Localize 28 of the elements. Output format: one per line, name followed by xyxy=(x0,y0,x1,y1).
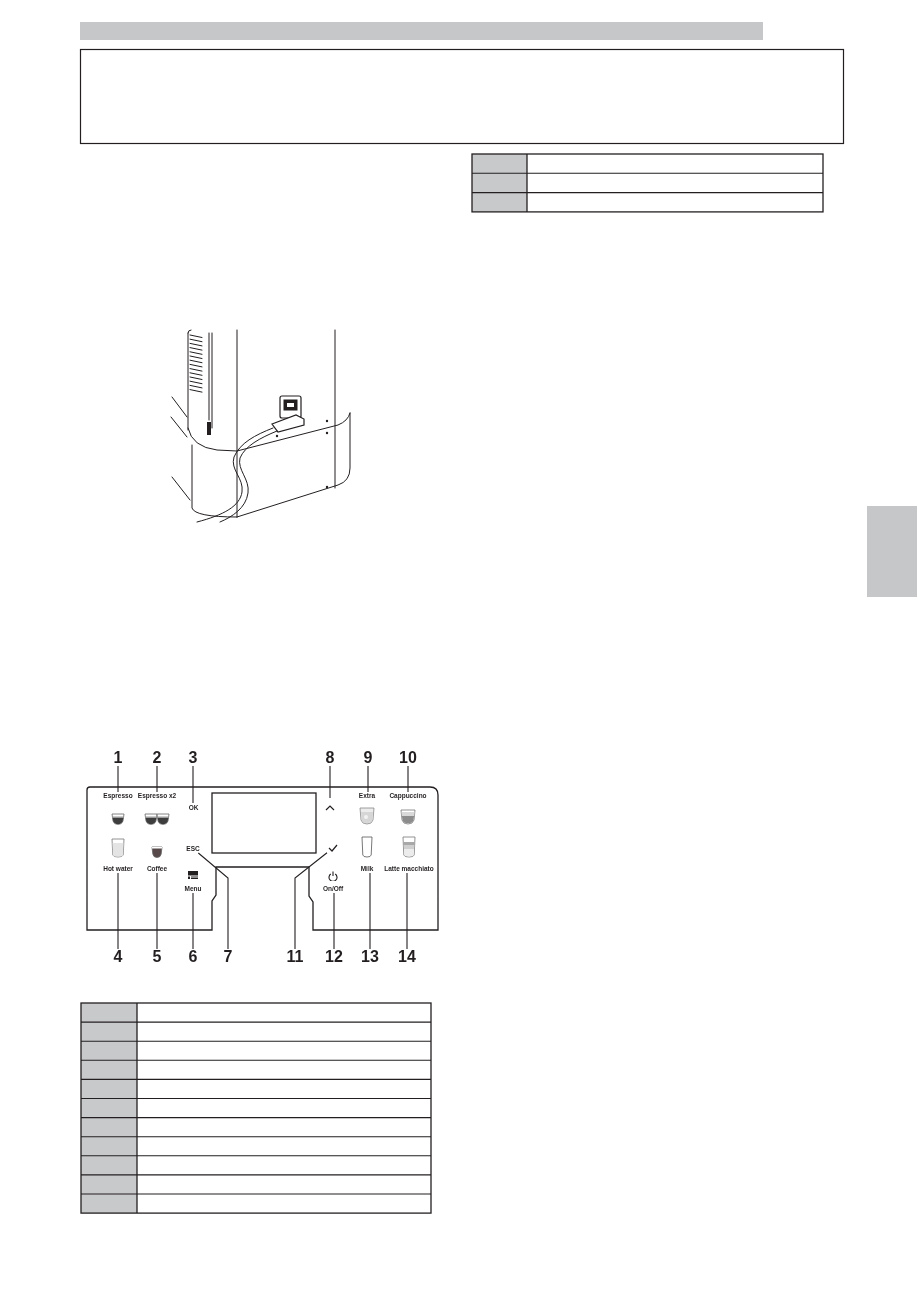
callout-number: 5 xyxy=(149,949,165,965)
callout-number: 3 xyxy=(185,750,201,766)
callout-number: 4 xyxy=(110,949,126,965)
callout-number: 14 xyxy=(397,949,417,965)
leader-line xyxy=(329,765,331,799)
callout-number: 11 xyxy=(285,949,305,965)
leader-line xyxy=(156,765,158,793)
leader-line xyxy=(333,892,335,950)
leader-line xyxy=(294,852,328,950)
leader-line xyxy=(369,872,371,950)
callout-number: 8 xyxy=(322,750,338,766)
callout-number: 6 xyxy=(185,949,201,965)
leader-line xyxy=(407,765,409,793)
leader-line xyxy=(192,892,194,950)
callout-number: 2 xyxy=(149,750,165,766)
callout-number: 9 xyxy=(360,750,376,766)
leader-line xyxy=(367,765,369,793)
leader-line xyxy=(117,872,119,950)
leader-line xyxy=(197,852,229,950)
leader-line xyxy=(406,872,408,950)
callout-number: 13 xyxy=(360,949,380,965)
callout-number: 10 xyxy=(398,750,418,766)
leader-line xyxy=(156,872,158,950)
leader-line xyxy=(192,765,194,804)
leader-line xyxy=(117,765,119,793)
callout-number: 1 xyxy=(110,750,126,766)
callout-number: 7 xyxy=(220,949,236,965)
callout-number: 12 xyxy=(324,949,344,965)
